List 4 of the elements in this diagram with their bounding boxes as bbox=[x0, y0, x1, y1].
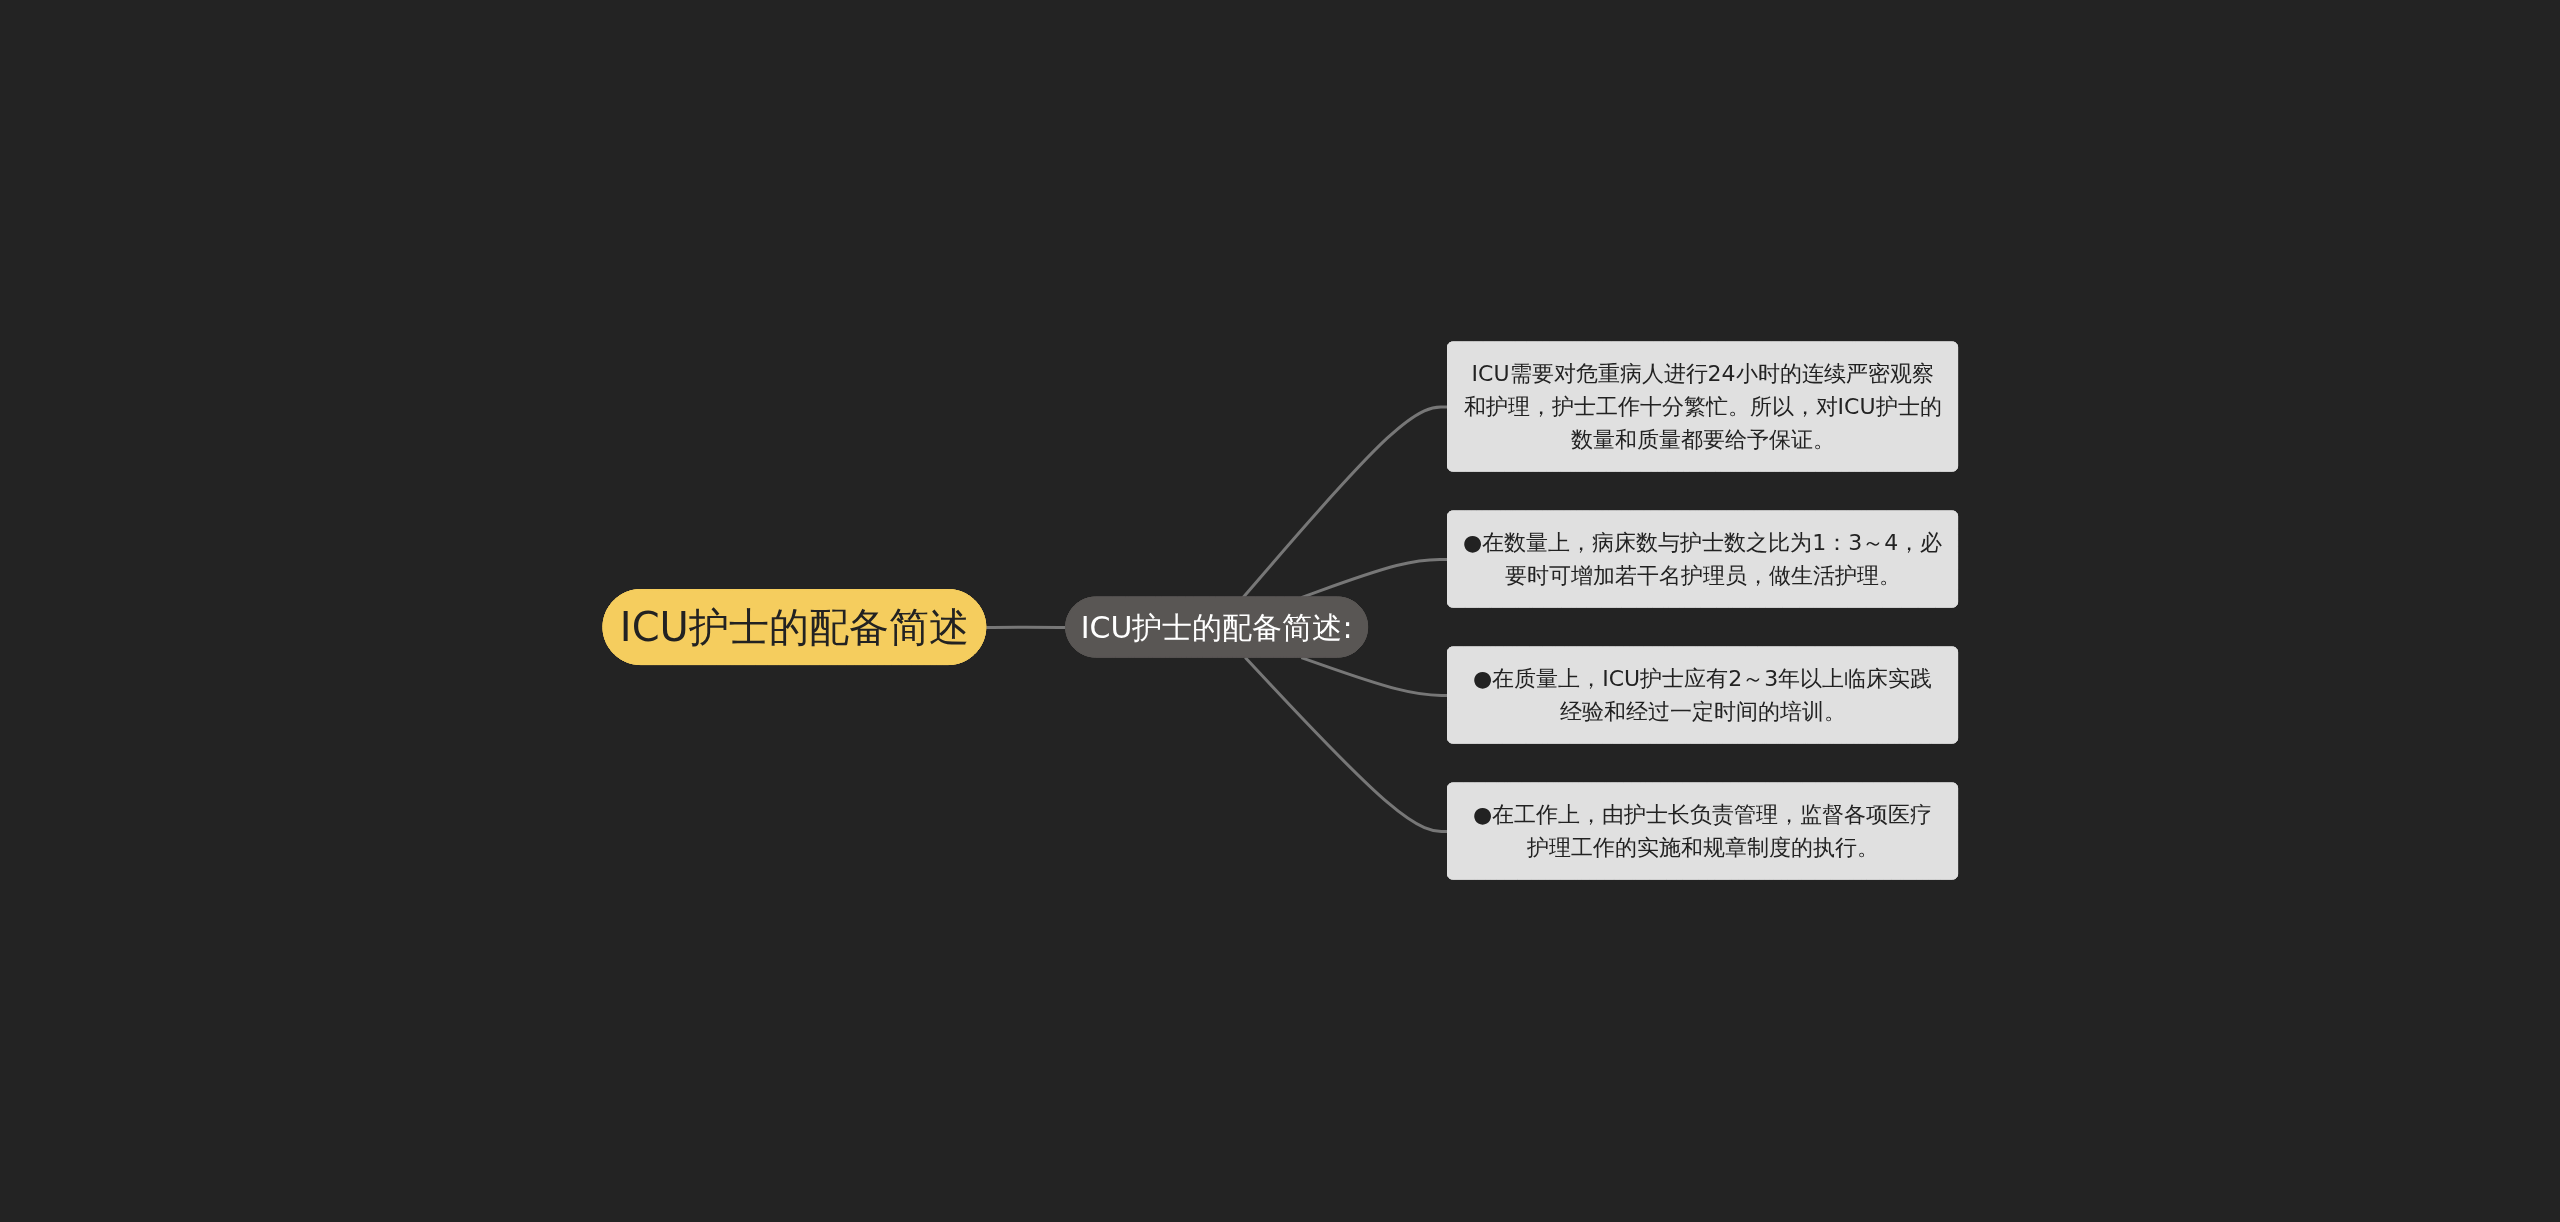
connector bbox=[1243, 656, 1448, 834]
connector bbox=[1300, 656, 1448, 698]
connector bbox=[1241, 405, 1448, 599]
connector bbox=[985, 626, 1066, 630]
